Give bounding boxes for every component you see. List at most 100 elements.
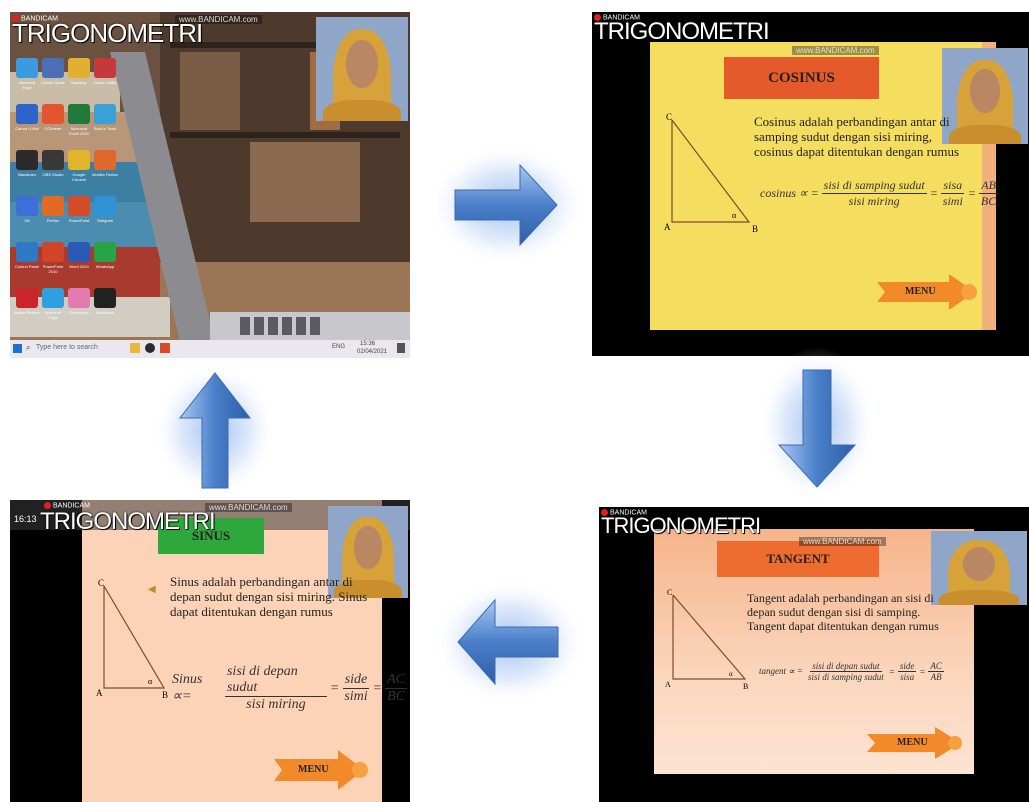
desktop-app-icon[interactable] (42, 288, 64, 308)
menu-label: MENU (897, 737, 928, 748)
file-explorer-icon[interactable] (130, 343, 140, 353)
bandicam-watermark: www.BANDICAM.com (205, 503, 292, 512)
notification-icon[interactable] (397, 343, 405, 353)
desktop-app-label: Canon IJ Net (15, 126, 39, 131)
phone-clock: 16:13 (14, 514, 37, 524)
fraction-denominator: simi (942, 194, 963, 208)
webcam-overlay (942, 48, 1028, 144)
taskbar-search-input[interactable]: Type here to search (36, 344, 98, 351)
desktop-app-label: PowerPoint 2010 (42, 264, 64, 274)
arrow-up-icon (153, 362, 277, 498)
arrow-left-icon (432, 578, 588, 706)
webcam-overlay (931, 531, 1027, 605)
recording-indicator: BANDICAM (12, 15, 58, 22)
desktop-app-icon[interactable] (94, 288, 116, 308)
sinus-slide-panel: SINUS 16:13 BANDICAM TRIGONOMETRI www.BA… (10, 500, 410, 802)
desktop-app-label: Bluestep (71, 80, 87, 85)
desktop-app-icon[interactable] (16, 58, 38, 78)
menu-button[interactable]: MENU (274, 750, 370, 790)
desktop-app-label: StarXo Tools (93, 126, 117, 131)
desktop-app-icon[interactable] (68, 196, 90, 216)
windows-start-icon[interactable] (13, 344, 22, 353)
search-icon[interactable]: ⌕ (26, 343, 31, 352)
fraction-numerator: sisi di samping sudut (821, 178, 927, 194)
desktop-app-icon[interactable] (68, 104, 90, 124)
desktop-app-icon[interactable] (42, 58, 64, 78)
desktop-app-icon[interactable] (68, 58, 90, 78)
recording-indicator: BANDICAM (44, 502, 90, 509)
taskbar-tray-misc: ENG (332, 344, 346, 350)
brand-title: TRIGONOMETRI (601, 513, 761, 538)
bandicam-watermark: www.BANDICAM.com (175, 15, 262, 24)
sinus-title: SINUS (158, 518, 264, 554)
fraction-numerator: side (897, 661, 917, 672)
brand-title: TRIGONOMETRI (12, 18, 203, 48)
desktop-app-icon[interactable] (16, 196, 38, 216)
speaker-icon[interactable]: ◀ (148, 584, 156, 595)
desktop-app-label: Adobe Reader (14, 310, 40, 315)
fraction-numerator: AB (979, 178, 998, 194)
desktop-app-icon[interactable] (94, 196, 116, 216)
desktop-app-label: Word 2010 (69, 264, 89, 269)
desktop-app-icon[interactable] (94, 58, 116, 78)
desktop-app-label: OBS Studio (42, 172, 64, 177)
menu-arrow-icon (867, 727, 962, 759)
desktop-app-label: Google Chrome (71, 172, 87, 182)
menu-button[interactable]: MENU (867, 727, 967, 759)
desktop-app-label: Microsoft Excel 2010 (69, 126, 89, 136)
powerpoint-taskbar-icon[interactable] (160, 343, 170, 353)
fraction-denominator: sisa (900, 672, 915, 682)
desktop-app-icon[interactable] (94, 104, 116, 124)
brand-title: TRIGONOMETRI (40, 508, 216, 535)
desktop-app-icon[interactable] (16, 104, 38, 124)
desktop-app-label: Microsoft Edge (18, 80, 36, 90)
brand-title: TRIGONOMETRI (594, 18, 770, 45)
desktop-app-icon[interactable] (94, 242, 116, 262)
formula-prefix: cosinus ∝ = (760, 186, 819, 200)
arrow-right-icon (427, 143, 587, 267)
desktop-app-icon[interactable] (68, 150, 90, 170)
recorder-label: BANDICAM (603, 14, 640, 22)
desktop-app-icon[interactable] (42, 196, 64, 216)
desktop-app-icon[interactable] (42, 150, 64, 170)
menu-arrow-icon (877, 274, 977, 310)
tangent-slide-panel: TANGENT BANDICAM TRIGONOMETRI www.BANDIC… (599, 507, 1029, 802)
desktop-app-label: WhatsApp (95, 264, 115, 269)
desktop-app-icon[interactable] (42, 242, 64, 262)
fraction-denominator: AB (930, 672, 942, 682)
desktop-app-label: Canon Quick (41, 80, 65, 85)
vertex-c-label: C (98, 578, 104, 588)
fraction-numerator: side (342, 672, 370, 689)
cosinus-slide-panel: COSINUS BANDICAM TRIGONOMETRI www.BANDIC… (592, 12, 1029, 356)
menu-button[interactable]: MENU (877, 274, 982, 310)
desktop-app-label: Bandicam (18, 172, 36, 177)
desktop-app-icon[interactable] (68, 288, 90, 308)
webcam-overlay (316, 17, 408, 121)
desktop-app-icon[interactable] (42, 104, 64, 124)
menu-label: MENU (298, 764, 329, 775)
desktop-app-label: Canon Utility (93, 80, 117, 85)
bandicam-taskbar-icon[interactable] (145, 343, 155, 353)
vertex-c-label: C (667, 588, 672, 597)
webcam-overlay (328, 506, 408, 598)
desktop-app-icon[interactable] (16, 242, 38, 262)
desktop-app-icon[interactable] (68, 242, 90, 262)
desktop-app-label: Photoshop (69, 310, 89, 315)
vertex-b-label: B (743, 682, 748, 691)
desktop-app-icon[interactable] (16, 150, 38, 170)
cosinus-definition: Cosinus adalah perbandingan antar di sam… (754, 114, 960, 159)
desktop-app-icon[interactable] (94, 150, 116, 170)
desktop-app-icon[interactable] (16, 288, 38, 308)
taskbar-clock-time: 15:36 (360, 341, 376, 347)
recording-indicator: BANDICAM (594, 14, 640, 21)
tangent-title: TANGENT (717, 541, 879, 577)
